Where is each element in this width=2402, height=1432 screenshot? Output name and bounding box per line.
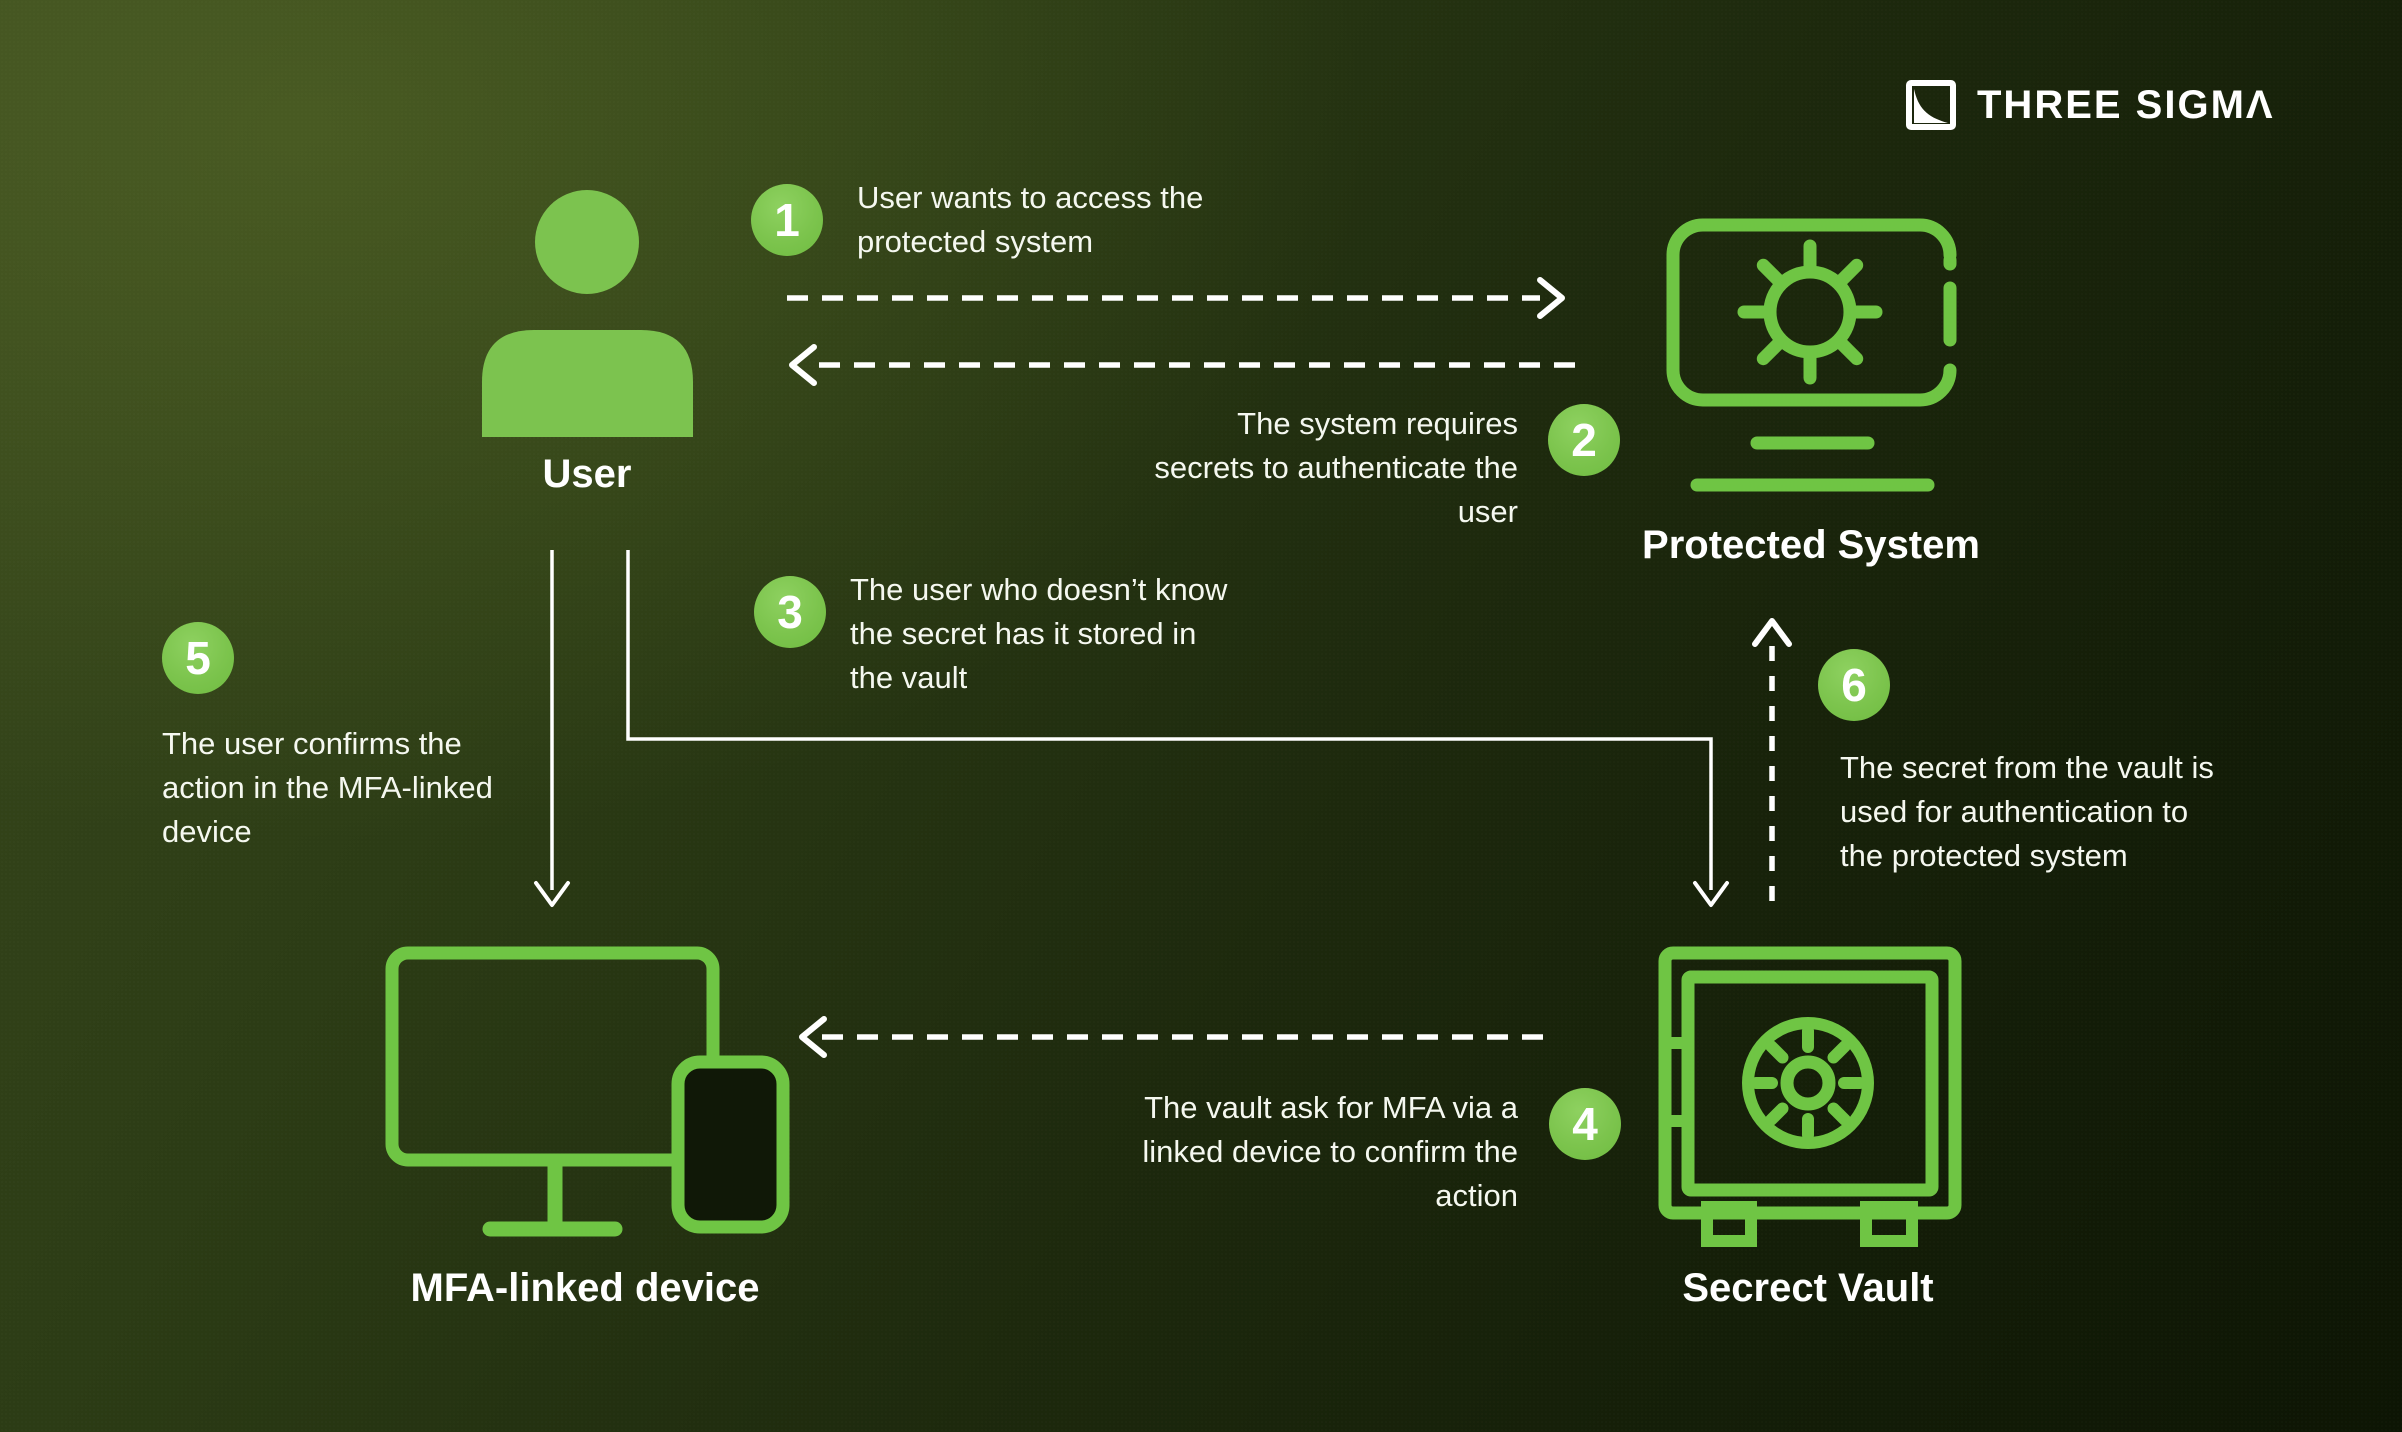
vault-dial-icon	[1742, 1017, 1874, 1149]
step-3-text: The user who doesn’t know the secret has…	[850, 568, 1227, 700]
step-6-line-3: the protected system	[1840, 838, 2128, 873]
step-5-line-1: The user confirms the	[162, 726, 462, 761]
step-1-line-2: protected system	[857, 224, 1094, 259]
step-5-line-3: device	[162, 814, 252, 849]
step-2-line-2: secrets to authenticate the	[1154, 450, 1518, 485]
step-1-line-1: User wants to access the	[857, 180, 1204, 215]
step-1-text: User wants to access the protected syste…	[857, 176, 1203, 264]
step-5-badge: 5	[162, 622, 234, 694]
three-sigma-logo-text: THREE SIGMΛ	[1977, 82, 2275, 127]
phone-icon	[671, 1055, 790, 1234]
arrow-step-2-response	[789, 344, 1575, 386]
step-4-line-3: action	[1435, 1178, 1518, 1213]
step-1-badge: 1	[751, 184, 823, 256]
protected-system-icon	[1666, 218, 1957, 492]
step-6-badge: 6	[1818, 649, 1890, 721]
three-sigma-logo: THREE SIGMΛ	[1905, 80, 2275, 130]
gear-icon	[1737, 239, 1883, 385]
user-icon	[482, 190, 693, 437]
arrow-step-1-request	[787, 277, 1565, 319]
step-3-line-1: The user who doesn’t know	[850, 572, 1228, 607]
step-3-line-3: the vault	[850, 660, 968, 695]
step-4-line-2: linked device to confirm the	[1142, 1134, 1518, 1169]
step-6-text: The secret from the vault is used for au…	[1840, 746, 2214, 878]
step-3-badge: 3	[754, 576, 826, 648]
step-6-line-1: The secret from the vault is	[1840, 750, 2214, 785]
arrow-step-6-vault-to-system	[1752, 618, 1792, 901]
user-label: User	[542, 452, 632, 496]
secret-vault-label: Secrect Vault	[1682, 1266, 1934, 1310]
step-2-line-1: The system requires	[1237, 406, 1518, 441]
step-2-line-3: user	[1457, 494, 1518, 529]
step-5-text: The user confirms the action in the MFA-…	[162, 722, 493, 854]
arrow-user-to-mfa-device	[534, 550, 570, 907]
step-4-line-1: The vault ask for MFA via a	[1144, 1090, 1518, 1125]
mfa-linked-device-label: MFA-linked device	[410, 1266, 760, 1310]
protected-system-label: Protected System	[1642, 523, 1980, 567]
step-6-line-2: used for authentication to	[1840, 794, 2189, 829]
step-4-text: The vault ask for MFA via a linked devic…	[1098, 1086, 1518, 1218]
step-4-badge: 4	[1549, 1088, 1621, 1160]
step-3-line-2: the secret has it stored in	[850, 616, 1197, 651]
step-2-badge: 2	[1548, 404, 1620, 476]
three-sigma-logo-icon	[1906, 80, 1956, 130]
step-2-text: The system requires secrets to authentic…	[1098, 402, 1518, 534]
secret-vault-icon	[1658, 946, 1962, 1247]
step-5-line-2: action in the MFA-linked	[162, 770, 493, 805]
mfa-linked-device-icon	[385, 946, 790, 1237]
arrow-step-4-vault-to-mfa	[799, 1016, 1543, 1058]
